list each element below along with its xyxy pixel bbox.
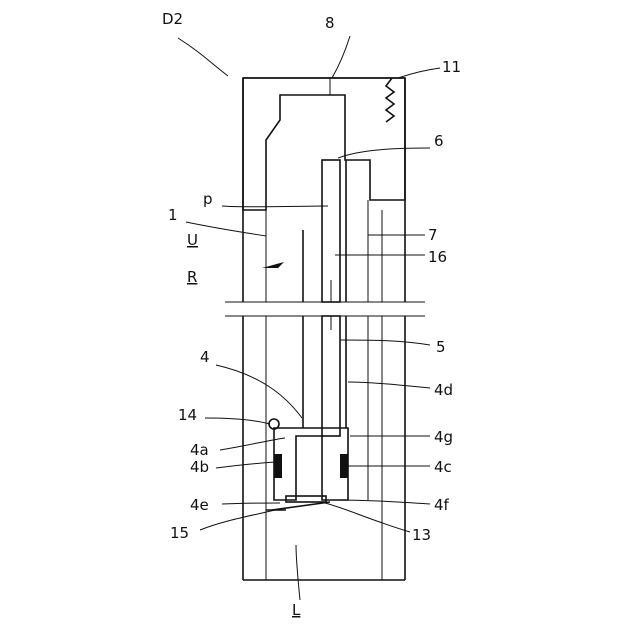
label-16: 16 (428, 248, 447, 266)
label-4e: 4e (190, 496, 209, 514)
inner-tube-upper (303, 160, 368, 302)
label-4c: 4c (434, 458, 452, 476)
leader-lines (178, 36, 440, 600)
label-7: 7 (428, 226, 438, 244)
thread (386, 78, 394, 122)
label-4d: 4d (434, 381, 453, 399)
label-r: R (187, 268, 197, 286)
cap (243, 78, 405, 210)
inner-tube-lower (303, 316, 368, 500)
piston (266, 419, 348, 510)
label-1: 1 (168, 206, 178, 224)
label-15: 15 (170, 524, 189, 542)
label-4f: 4f (434, 496, 450, 514)
label-4: 4 (200, 348, 210, 366)
label-p: p (203, 190, 213, 208)
label-5: 5 (436, 338, 446, 356)
break-lines (225, 302, 425, 316)
label-13: 13 (412, 526, 431, 544)
label-u: U (187, 231, 198, 249)
label-4a: 4a (190, 441, 209, 459)
label-11: 11 (442, 58, 461, 76)
outer-tube (243, 78, 405, 580)
arrow-r (262, 262, 284, 268)
label-6: 6 (434, 132, 444, 150)
label-4g: 4g (434, 428, 453, 446)
label-4b: 4b (190, 458, 209, 476)
label-14: 14 (178, 406, 197, 424)
label-8: 8 (325, 14, 335, 32)
label-l: L (292, 601, 301, 619)
rod (322, 160, 340, 436)
label-d2: D2 (162, 10, 183, 28)
